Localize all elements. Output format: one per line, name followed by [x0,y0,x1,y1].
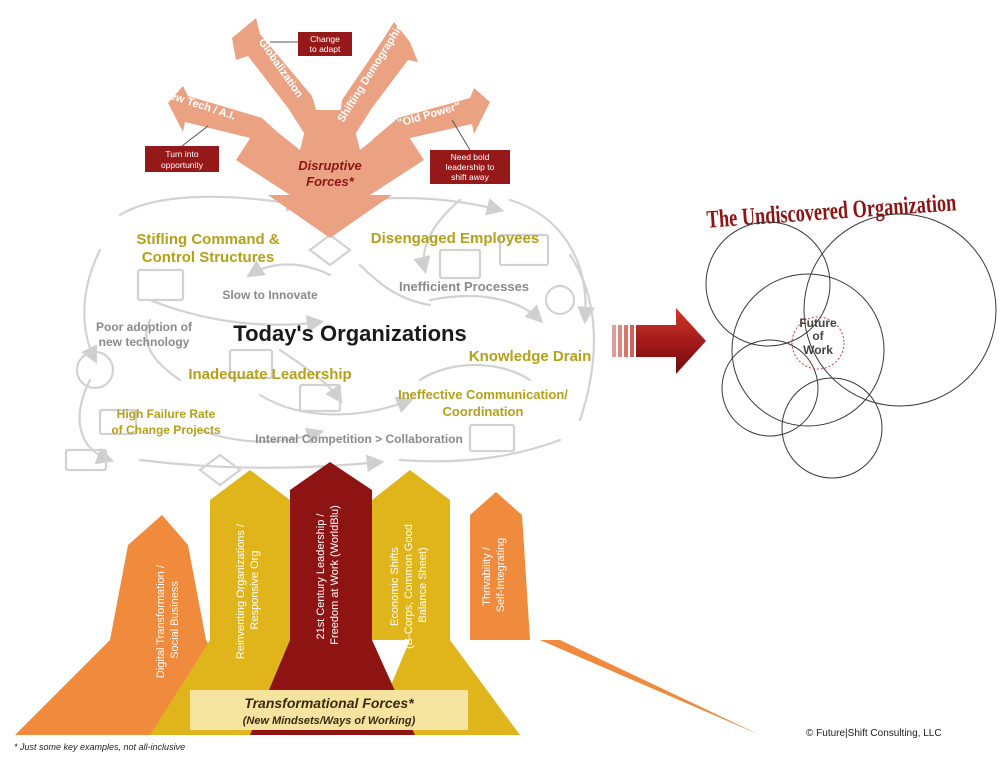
svg-text:to adapt: to adapt [310,44,341,54]
label-high-failure-1: High Failure Rate [117,407,216,421]
label-poor-adoption-1: Poor adoption of [96,320,193,334]
callout-turn-into-opportunity: Turn into opportunity [145,125,219,172]
transition-arrow [612,308,706,374]
pillar-thrivability [470,492,760,735]
arrow-globalization [232,18,322,136]
future-of-work-circle [791,316,845,370]
label-slow-innovate: Slow to Innovate [222,288,318,302]
arrow-old-power [372,88,490,152]
copyright: © Future|Shift Consulting, LLC [806,728,942,739]
label-ineffective-2: Coordination [443,404,524,419]
callout-need-bold-leadership: Need bold leadership to shift away [430,119,510,184]
label-disengaged: Disengaged Employees [371,230,539,247]
today-organizations-labels: Stifling Command & Control Structures Di… [96,230,591,446]
svg-text:shift away: shift away [451,172,490,182]
svg-text:Turn into: Turn into [165,149,199,159]
svg-text:leadership to: leadership to [446,162,495,172]
transformational-forces: Transformational Forces* (New Mindsets/W… [15,462,760,735]
label-knowledge-drain: Knowledge Drain [469,348,592,365]
svg-text:opportunity: opportunity [161,160,204,170]
label-inadequate-leadership: Inadequate Leadership [188,366,351,383]
circle-top-left [705,221,831,347]
transformational-label-2: (New Mindsets/Ways of Working) [243,715,416,727]
pillar-label-economic: Economic Shifts (B-Corps, Common Good Ba… [389,521,429,649]
pillar-21st-century [250,462,415,735]
circle-top-right [803,213,997,407]
disruptive-forces-label-1: Disruptive [298,158,362,173]
callout-change-to-adapt: Change to adapt [270,32,352,56]
arrow-demographics [338,22,418,136]
pillar-label-21st-century: 21st Century Leadership / Freedom at Wor… [315,505,341,645]
label-poor-adoption-2: new technology [99,335,190,349]
pillar-economic [370,470,520,735]
future-of-work-line3: Work [803,343,833,357]
label-internal-competition: Internal Competition > Collaboration [255,432,463,446]
transformational-label-1: Transformational Forces* [244,695,414,711]
footnote: * Just some key examples, not all-inclus… [14,742,185,752]
arrow-new-tech [168,86,286,152]
label-ineffective-1: Ineffective Communication/ [398,387,568,402]
pillar-label-reinventing: Reinventing Organizations / Responsive O… [235,521,261,659]
svg-text:Need bold: Need bold [451,152,490,162]
future-of-work-line1: Future [799,316,837,330]
flow-sketch-background [64,194,596,487]
todays-organizations-title: Today's Organizations [233,321,466,346]
circle-left [721,339,819,437]
circle-bottom [781,377,883,479]
label-stifling-2: Control Structures [142,249,275,266]
undiscovered-organization: The Undiscovered Organization Future of … [705,189,997,479]
pillar-label-digital: Digital Transformation / Social Business [155,562,181,678]
pillar-label-thrivability: Thrivability / Self-Integrating [481,538,507,613]
label-stifling-1: Stifling Command & [136,231,279,248]
label-inefficient: Inefficient Processes [399,279,529,294]
disruptive-forces-label-2: Forces* [306,174,355,189]
circle-center [731,273,885,427]
future-of-work-line2: of [812,329,824,343]
transformational-label-box [190,690,468,730]
label-high-failure-2: of Change Projects [111,423,221,437]
svg-text:Change: Change [310,34,340,44]
